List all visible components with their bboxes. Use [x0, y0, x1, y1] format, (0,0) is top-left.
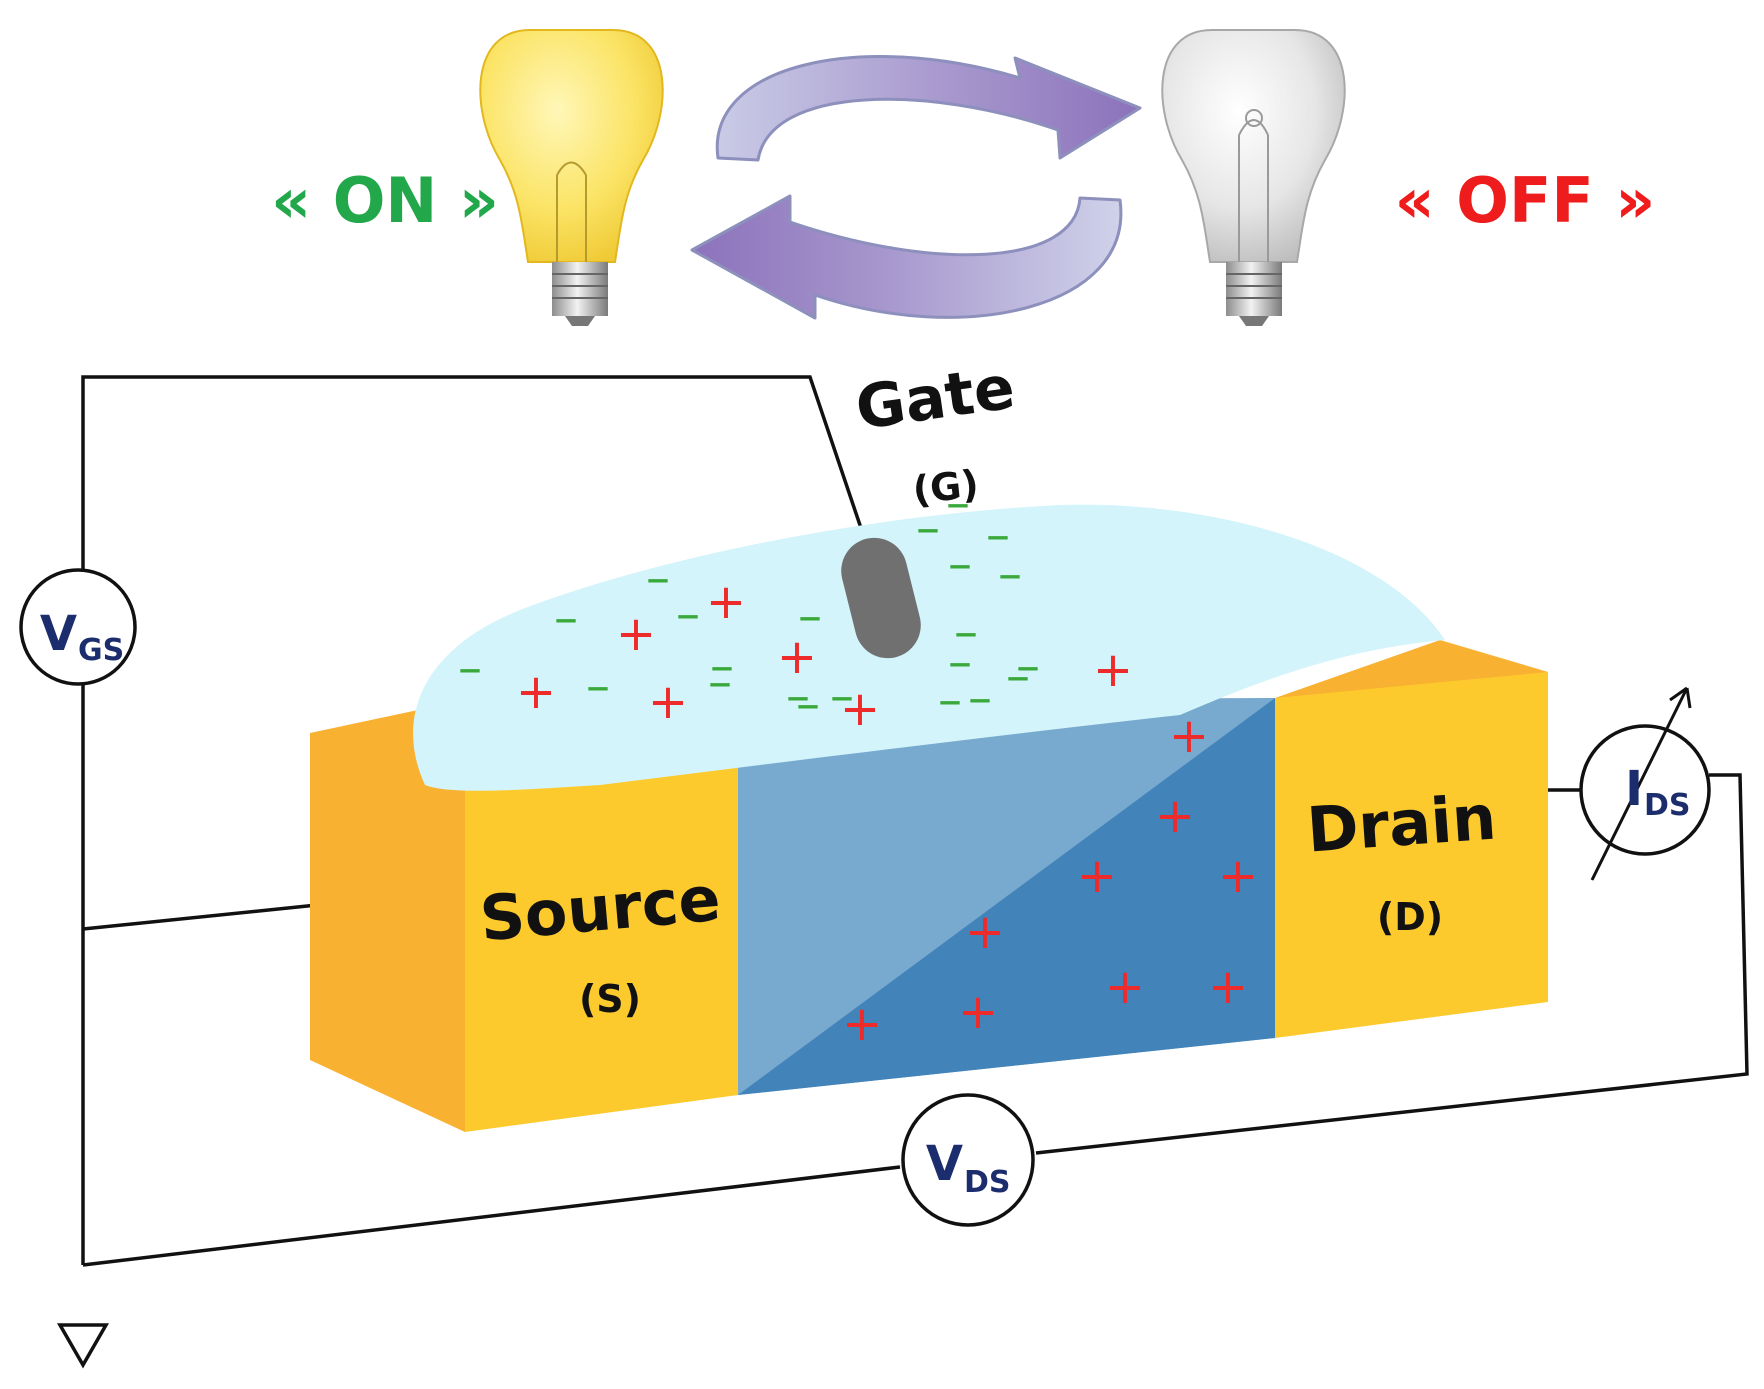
- negative-charge: –: [796, 676, 820, 732]
- negative-charge: –: [946, 475, 970, 531]
- gate-electrode: [841, 537, 921, 659]
- svg-text:DS: DS: [964, 1165, 1011, 1200]
- negative-charge: –: [986, 507, 1010, 563]
- negative-charge: –: [786, 668, 810, 724]
- source-side-face: [310, 700, 465, 1132]
- unlit-bulb-icon: [1161, 29, 1346, 326]
- positive-charge: +: [965, 904, 1005, 960]
- source-symbol-label: (S): [579, 977, 641, 1021]
- svg-text:DS: DS: [1644, 788, 1691, 823]
- ground-symbol-icon: [56, 1323, 110, 1369]
- electrolyte-droplet: [413, 504, 1446, 791]
- vds-subscript: DS: [964, 1165, 1011, 1200]
- svg-text:V: V: [926, 1136, 963, 1192]
- vds-meter: V DS: [901, 1093, 1035, 1227]
- drain-symbol-label: (D): [1377, 895, 1443, 939]
- circuit-wires: [81, 375, 1749, 1267]
- negative-charge: –: [676, 586, 700, 642]
- ids-meter: I DS: [1579, 686, 1711, 881]
- on-label: « ON »: [271, 164, 499, 237]
- positive-charge: +: [1169, 708, 1209, 764]
- positive-charge: +: [616, 606, 656, 662]
- negative-charge: –: [708, 654, 732, 710]
- off-label: « OFF »: [1395, 164, 1656, 237]
- negative-charge: –: [954, 604, 978, 660]
- positive-charge: +: [1093, 642, 1133, 698]
- vgs-meter: V GS: [19, 568, 137, 686]
- positive-charge: +: [1105, 959, 1145, 1015]
- vds-symbol: V: [926, 1136, 963, 1192]
- source-electrode: [465, 700, 738, 1132]
- positive-charge: +: [958, 984, 998, 1040]
- drain-label: Drain: [1305, 781, 1499, 867]
- negative-charge: –: [998, 546, 1022, 602]
- positive-charge: +: [706, 574, 746, 630]
- positive-charge: +: [840, 681, 880, 737]
- negative-charge: –: [948, 634, 972, 690]
- negative-charge: –: [798, 588, 822, 644]
- svg-text:V: V: [40, 606, 77, 662]
- negative-charge: –: [554, 590, 578, 646]
- negative-charge: –: [968, 670, 992, 726]
- negative-charge: –: [458, 640, 482, 696]
- positive-charge: +: [1218, 848, 1258, 904]
- channel-dark-face: [738, 698, 1275, 1095]
- negative-charge: –: [830, 668, 854, 724]
- vgs-subscript: GS: [78, 633, 124, 668]
- gate-label: Gate: [852, 352, 1019, 443]
- switch-on-arrow-icon: [690, 194, 1123, 320]
- ids-symbol: I: [1625, 761, 1643, 817]
- negative-charge: –: [1006, 648, 1030, 704]
- ids-subscript: DS: [1644, 788, 1691, 823]
- negative-charge: –: [938, 672, 962, 728]
- negative-charge: –: [586, 658, 610, 714]
- svg-text:GS: GS: [78, 633, 124, 668]
- negative-charge: –: [1016, 638, 1040, 694]
- positive-charge: +: [1155, 788, 1195, 844]
- negative-charge: –: [710, 638, 734, 694]
- positive-charge: +: [516, 664, 556, 720]
- positive-charge: +: [842, 996, 882, 1052]
- svg-text:I: I: [1625, 761, 1643, 817]
- lit-bulb-icon: [479, 29, 664, 326]
- positive-charge: +: [1077, 848, 1117, 904]
- positive-charge: +: [777, 629, 817, 685]
- transistor-device: [310, 504, 1548, 1132]
- arrow-up-icon: [1669, 686, 1692, 709]
- switch-off-arrow-icon: [715, 55, 1142, 162]
- vgs-symbol: V: [40, 606, 77, 662]
- negative-charge: –: [646, 550, 670, 606]
- ion-charges: ++++++++++++++++––––––––––––––––––––––: [458, 475, 1258, 1052]
- negative-charge: –: [948, 536, 972, 592]
- drain-electrode: [1275, 672, 1548, 1038]
- gate-symbol-label: (G): [911, 462, 981, 513]
- positive-charge: +: [648, 674, 688, 730]
- negative-charge: –: [916, 500, 940, 556]
- positive-charge: +: [1208, 959, 1248, 1015]
